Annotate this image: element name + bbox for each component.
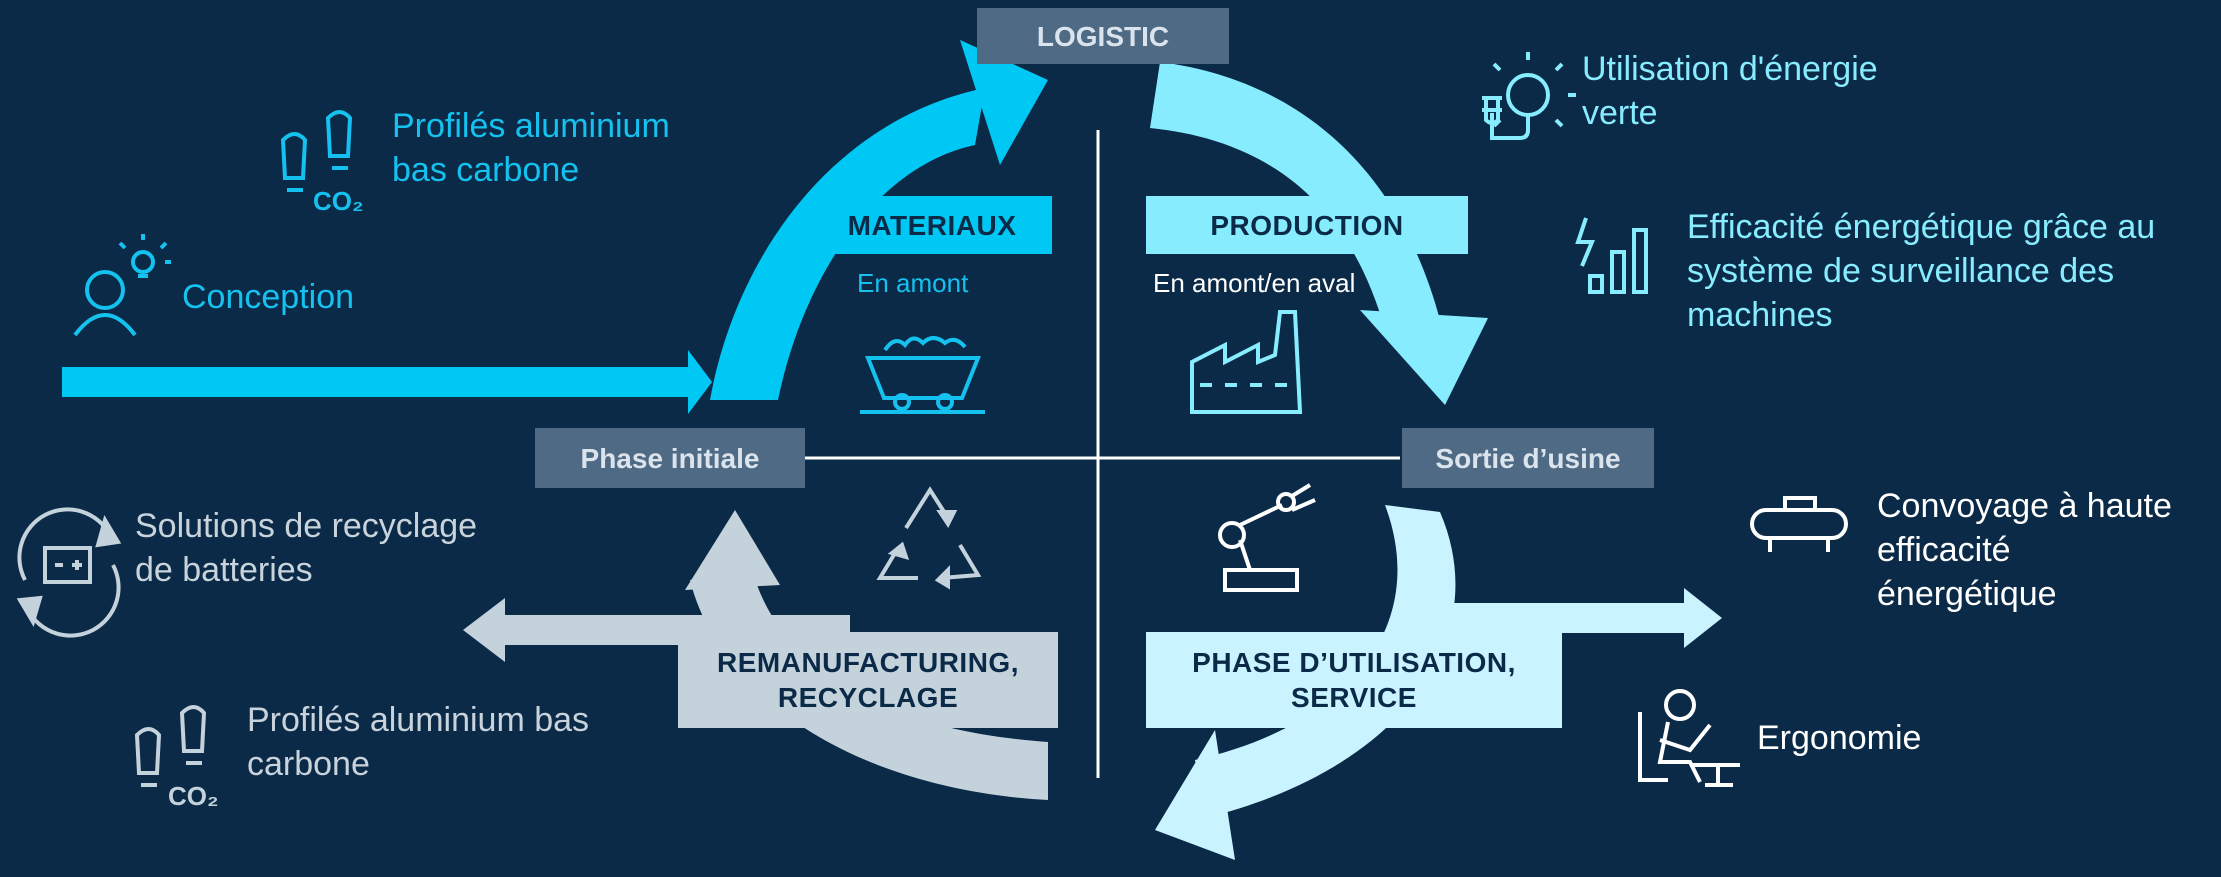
batteries-text: Solutions de recyclage de batteries <box>135 504 477 592</box>
convoyage-text: Convoyage à haute efficacité énergétique <box>1877 484 2172 617</box>
energy-monitoring-icon <box>1575 217 1648 294</box>
energie-line2: verte <box>1582 94 1658 133</box>
utilisation-title: PHASE D’UTILISATION, SERVICE <box>1146 632 1562 728</box>
battery-recycle-icon <box>16 507 122 638</box>
idea-person-icon <box>73 234 171 337</box>
input-arrow <box>62 350 712 414</box>
remanufacturing-title-line1: REMANUFACTURING, <box>717 647 1019 678</box>
batteries-line2: de batteries <box>135 551 313 590</box>
efficacite-line1: Efficacité énergétique grâce au <box>1687 208 2156 246</box>
efficacite-text: Efficacité énergétique grâce au système … <box>1687 205 2155 338</box>
right-branch-arrow <box>1410 588 1722 648</box>
phase-initiale-label: Phase initiale <box>535 428 805 488</box>
profiles-bottom-line1: Profilés aluminium bas <box>247 701 590 739</box>
profiles-bottom-line2: carbone <box>247 745 370 784</box>
low-co2-footprint-icon <box>280 110 353 192</box>
production-title: PRODUCTION <box>1146 196 1468 254</box>
remanufacturing-title: REMANUFACTURING, RECYCLAGE <box>678 632 1058 728</box>
arrow-production <box>1150 62 1488 405</box>
convoyage-line3: énergétique <box>1877 575 2057 614</box>
profiles-bottom-text: Profilés aluminium bas carbone <box>247 698 589 786</box>
arrow-materiaux <box>710 40 1048 400</box>
utilisation-title-line1: PHASE D’UTILISATION, <box>1192 647 1516 678</box>
convoyage-line1: Convoyage à haute <box>1877 487 2172 525</box>
profiles-top-line1: Profilés aluminium <box>392 107 670 145</box>
recycle-icon <box>876 486 982 590</box>
materiaux-subtitle: En amont <box>857 268 969 298</box>
co2-label-top: CO₂ <box>313 186 364 216</box>
convoyage-line2: efficacité <box>1877 531 2011 570</box>
ergonomie-text: Ergonomie <box>1757 719 1922 757</box>
energie-text: Utilisation d'énergie verte <box>1582 47 1878 135</box>
green-energy-icon <box>1482 52 1576 140</box>
utilisation-title-line2: SERVICE <box>1291 682 1417 713</box>
robot-arm-icon <box>1218 483 1316 592</box>
materiaux-title: MATERIAUX <box>812 196 1052 254</box>
mine-cart-icon <box>860 336 985 414</box>
remanufacturing-title-line2: RECYCLAGE <box>777 682 959 713</box>
energie-line1: Utilisation d'énergie <box>1582 50 1878 88</box>
logistic-label: LOGISTIC <box>977 8 1229 64</box>
production-subtitle: En amont/en aval <box>1153 268 1356 298</box>
batteries-line1: Solutions de recyclage <box>135 507 478 545</box>
efficacite-line2: système de surveillance des <box>1687 252 2115 291</box>
ergonomic-workstation-icon <box>1638 689 1740 787</box>
conception-text: Conception <box>182 278 355 316</box>
profiles-top-text: Profilés aluminium bas carbone <box>392 104 670 192</box>
sortie-usine-label: Sortie d’usine <box>1402 428 1654 488</box>
efficacite-line3: machines <box>1687 296 1833 335</box>
factory-icon <box>1190 310 1303 414</box>
conveyor-icon <box>1750 496 1848 552</box>
co2-label-bottom: CO₂ <box>168 781 219 811</box>
low-co2-footprint-icon <box>134 705 207 787</box>
profiles-top-line2: bas carbone <box>392 151 580 190</box>
